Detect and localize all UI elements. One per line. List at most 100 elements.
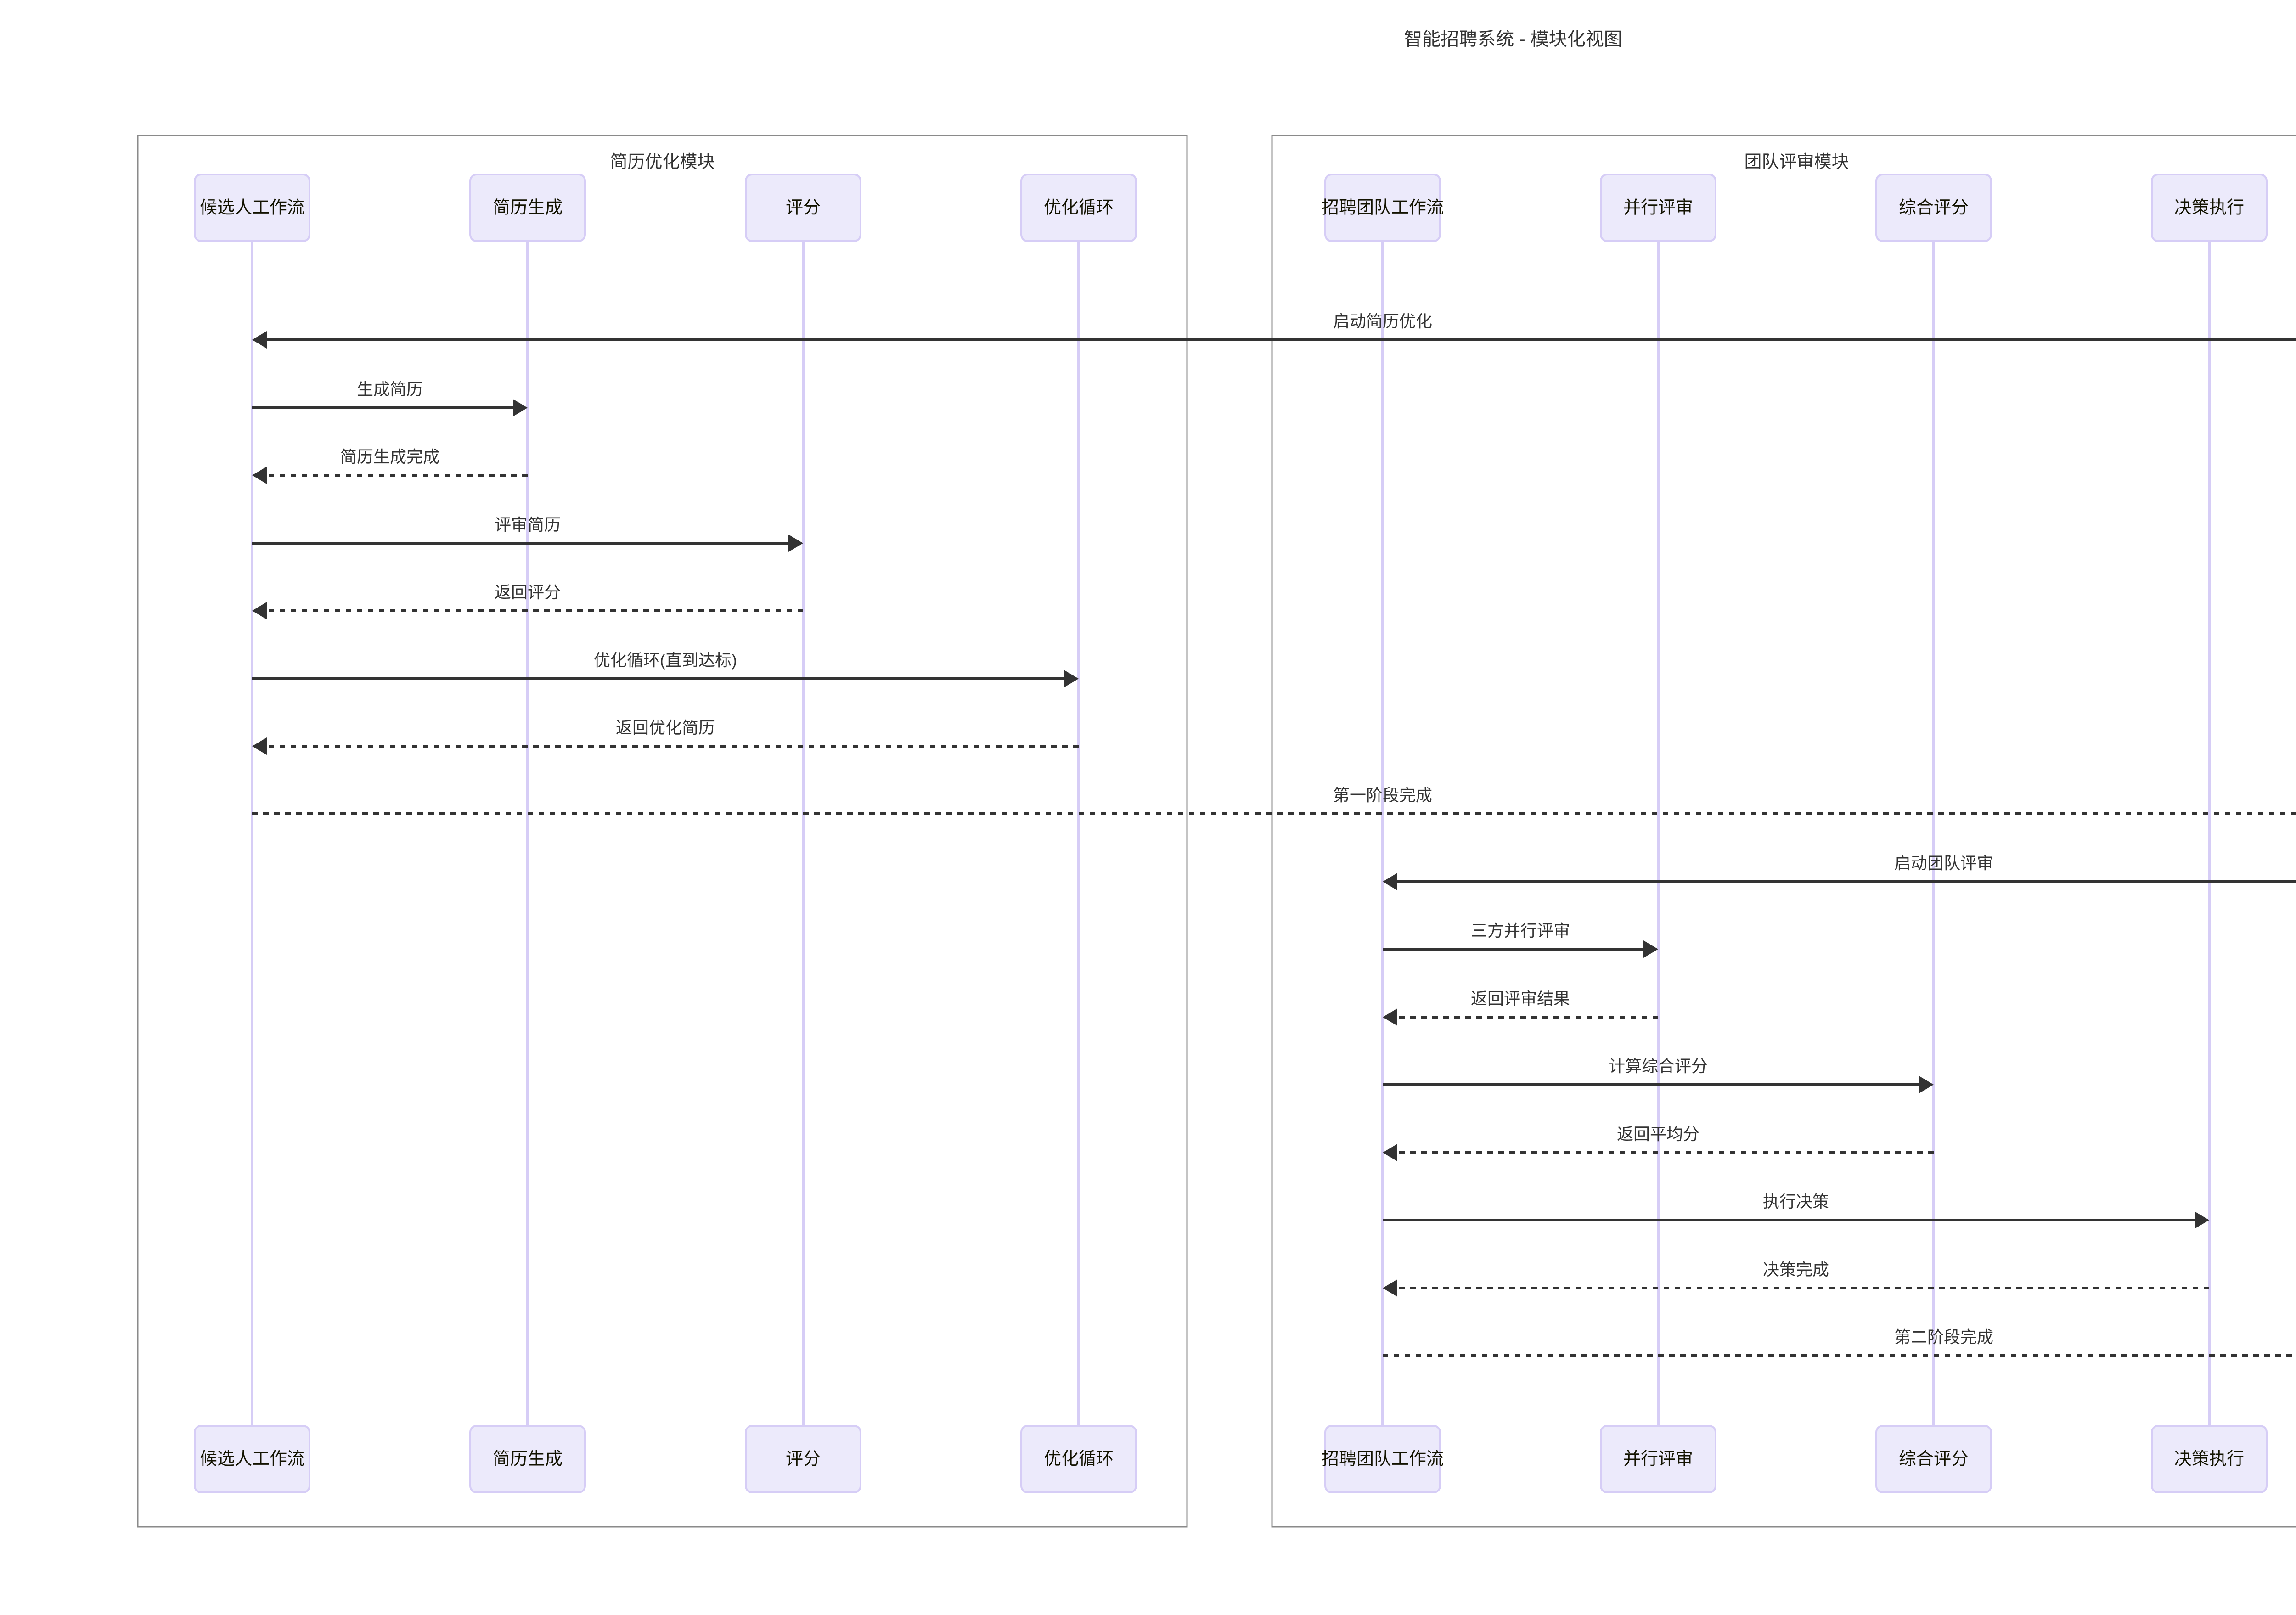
actor-bottom-p7[interactable]: 综合评分 bbox=[1875, 1425, 1992, 1493]
message-arrowhead bbox=[252, 737, 267, 755]
actor-label: 简历生成 bbox=[493, 198, 563, 218]
message-5: 返回评分 bbox=[252, 583, 803, 619]
message-label-3: 简历生成完成 bbox=[340, 447, 439, 466]
message-3: 简历生成完成 bbox=[252, 447, 528, 484]
actor-bottom-p1[interactable]: 候选人工作流 bbox=[194, 1425, 310, 1493]
actor-label: 简历生成 bbox=[493, 1450, 563, 1469]
actor-label: 优化循环 bbox=[1044, 1450, 1114, 1469]
actor-box[interactable] bbox=[2151, 1425, 2268, 1493]
actor-top-p6[interactable]: 并行评审 bbox=[1600, 174, 1716, 242]
module-group: 简历优化模块团队评审模块 bbox=[137, 135, 2296, 1528]
actor-box[interactable] bbox=[469, 1425, 586, 1493]
actor-top-p8[interactable]: 决策执行 bbox=[2151, 174, 2268, 242]
actor-bottom-p3[interactable]: 评分 bbox=[745, 1425, 861, 1493]
actor-box[interactable] bbox=[1600, 174, 1716, 242]
message-2: 生成简历 bbox=[252, 380, 528, 416]
module-box-1 bbox=[137, 135, 1188, 1528]
lifeline-group bbox=[251, 241, 2211, 1426]
message-arrowhead bbox=[252, 331, 267, 349]
message-arrowhead bbox=[1064, 670, 1079, 687]
module-title-1: 简历优化模块 bbox=[610, 152, 715, 172]
message-label-9: 启动团队评审 bbox=[1894, 854, 1993, 872]
message-arrowhead bbox=[252, 467, 267, 484]
actor-boxes-top: 候选人工作流简历生成评分优化循环招聘团队工作流并行评审综合评分决策执行主应用结果… bbox=[194, 174, 2268, 242]
actor-box[interactable] bbox=[469, 174, 586, 242]
message-label-14: 执行决策 bbox=[1763, 1192, 1829, 1211]
message-label-10: 三方并行评审 bbox=[1471, 921, 1570, 940]
actor-bottom-p4[interactable]: 优化循环 bbox=[1020, 1425, 1137, 1493]
actor-box[interactable] bbox=[1324, 1425, 1441, 1493]
message-14: 执行决策 bbox=[1383, 1192, 2209, 1229]
actor-top-p1[interactable]: 候选人工作流 bbox=[194, 174, 310, 242]
actor-label: 候选人工作流 bbox=[200, 198, 304, 218]
message-8: 第一阶段完成 bbox=[252, 786, 2296, 815]
message-label-16: 第二阶段完成 bbox=[1894, 1328, 1993, 1346]
actor-label: 并行评审 bbox=[1623, 1450, 1693, 1469]
actor-box[interactable] bbox=[1600, 1425, 1716, 1493]
message-label-7: 返回优化简历 bbox=[616, 718, 715, 737]
actor-bottom-p2[interactable]: 简历生成 bbox=[469, 1425, 586, 1493]
actor-box[interactable] bbox=[1020, 174, 1137, 242]
actor-box[interactable] bbox=[1875, 174, 1992, 242]
actor-box[interactable] bbox=[194, 1425, 310, 1493]
actor-bottom-p5[interactable]: 招聘团队工作流 bbox=[1322, 1425, 1444, 1493]
actor-top-p2[interactable]: 简历生成 bbox=[469, 174, 586, 242]
message-arrowhead bbox=[1383, 1279, 1397, 1297]
actor-box[interactable] bbox=[194, 174, 310, 242]
message-11: 返回评审结果 bbox=[1383, 989, 1658, 1026]
actor-top-p4[interactable]: 优化循环 bbox=[1020, 174, 1137, 242]
message-15: 决策完成 bbox=[1383, 1260, 2209, 1297]
message-7: 返回优化简历 bbox=[252, 718, 1079, 755]
actor-bottom-p8[interactable]: 决策执行 bbox=[2151, 1425, 2268, 1493]
message-label-12: 计算综合评分 bbox=[1609, 1057, 1708, 1075]
message-label-2: 生成简历 bbox=[357, 380, 423, 399]
message-1: 启动简历优化 bbox=[252, 312, 2296, 349]
actor-top-p7[interactable]: 综合评分 bbox=[1875, 174, 1992, 242]
message-arrowhead bbox=[1383, 873, 1397, 890]
message-label-6: 优化循环(直到达标) bbox=[594, 651, 737, 670]
actor-top-p3[interactable]: 评分 bbox=[745, 174, 861, 242]
actor-label: 评分 bbox=[786, 1450, 821, 1469]
message-4: 评审简历 bbox=[252, 515, 803, 552]
message-6: 优化循环(直到达标) bbox=[252, 651, 1079, 687]
actor-bottom-p6[interactable]: 并行评审 bbox=[1600, 1425, 1716, 1493]
actor-boxes-bottom: 候选人工作流简历生成评分优化循环招聘团队工作流并行评审综合评分决策执行主应用结果… bbox=[194, 1425, 2268, 1493]
message-label-8: 第一阶段完成 bbox=[1333, 786, 1432, 805]
message-arrowhead bbox=[788, 535, 803, 552]
actor-label: 综合评分 bbox=[1899, 1450, 1969, 1469]
message-10: 三方并行评审 bbox=[1383, 921, 1658, 958]
message-arrowhead bbox=[1643, 940, 1658, 958]
page-title: 智能招聘系统 - 模块化视图 bbox=[1404, 29, 1622, 50]
actor-box[interactable] bbox=[745, 174, 861, 242]
actor-label: 评分 bbox=[786, 198, 821, 218]
actor-label: 并行评审 bbox=[1623, 198, 1693, 218]
message-12: 计算综合评分 bbox=[1383, 1057, 1934, 1093]
actor-box[interactable] bbox=[1324, 174, 1441, 242]
message-arrowhead bbox=[1919, 1076, 1934, 1093]
message-13: 返回平均分 bbox=[1383, 1125, 1934, 1161]
actor-box[interactable] bbox=[2151, 174, 2268, 242]
message-label-4: 评审简历 bbox=[495, 515, 561, 534]
message-arrowhead bbox=[1383, 1144, 1397, 1161]
message-arrowhead bbox=[2195, 1211, 2209, 1229]
actor-label: 招聘团队工作流 bbox=[1322, 198, 1444, 218]
message-label-11: 返回评审结果 bbox=[1471, 989, 1570, 1008]
actor-box[interactable] bbox=[1020, 1425, 1137, 1493]
message-arrowhead bbox=[513, 399, 528, 416]
actor-label: 候选人工作流 bbox=[200, 1450, 304, 1469]
actor-label: 综合评分 bbox=[1899, 198, 1969, 218]
message-label-15: 决策完成 bbox=[1763, 1260, 1829, 1279]
actor-top-p5[interactable]: 招聘团队工作流 bbox=[1322, 174, 1444, 242]
message-label-5: 返回评分 bbox=[495, 583, 561, 602]
actor-label: 招聘团队工作流 bbox=[1322, 1450, 1444, 1469]
actor-box[interactable] bbox=[1875, 1425, 1992, 1493]
message-9: 启动团队评审 bbox=[1383, 854, 2296, 890]
message-label-13: 返回平均分 bbox=[1617, 1125, 1699, 1143]
message-label-1: 启动简历优化 bbox=[1333, 312, 1432, 331]
actor-box[interactable] bbox=[745, 1425, 861, 1493]
actor-label: 优化循环 bbox=[1044, 198, 1114, 218]
actor-label: 决策执行 bbox=[2174, 1450, 2244, 1469]
